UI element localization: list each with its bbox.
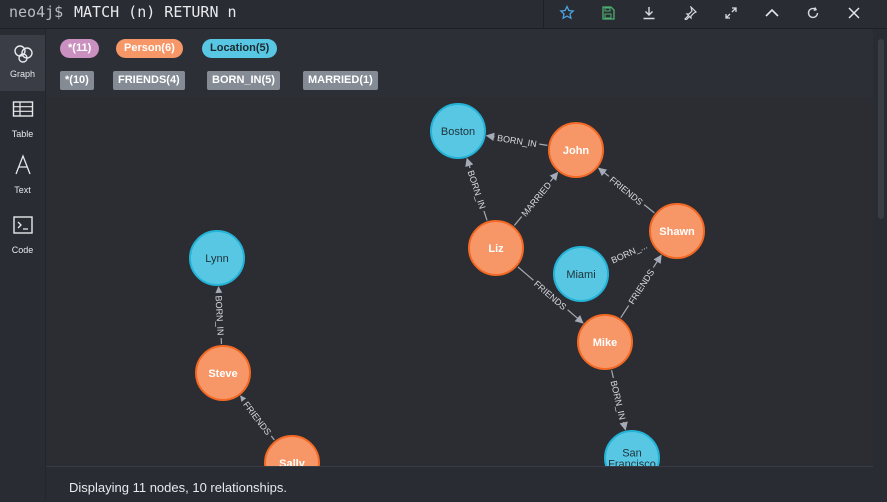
expand-icon [725, 7, 737, 19]
sidebar-item-label: Text [14, 185, 31, 195]
label-pill-person[interactable]: Person(6) [116, 39, 183, 58]
scrollbar[interactable] [875, 29, 887, 501]
collapse-button[interactable] [759, 1, 785, 25]
relationship-label: FRIENDS [605, 171, 648, 210]
label-pill-location[interactable]: Location(5) [202, 39, 278, 58]
sidebar-item-table[interactable]: Table [0, 91, 45, 147]
svg-text:FRIENDS: FRIENDS [241, 400, 273, 437]
sidebar-item-text[interactable]: Text [0, 147, 45, 203]
graph-node-sally[interactable]: Sally [264, 435, 320, 466]
rel-tag-married[interactable]: MARRIED(1) [303, 71, 378, 90]
query-bar: neo4j$ MATCH (n) RETURN n [0, 0, 887, 29]
svg-text:BORN_IN: BORN_IN [213, 295, 225, 335]
rel-tag-friends[interactable]: FRIENDS(4) [113, 71, 185, 90]
table-icon [12, 101, 34, 117]
svg-text:Boston: Boston [441, 126, 475, 138]
star-icon [559, 5, 575, 20]
prompt: neo4j$ [9, 3, 64, 21]
pin-button[interactable] [677, 1, 703, 25]
status-text: Displaying 11 nodes, 10 relationships. [69, 480, 288, 495]
pin-icon [684, 6, 697, 20]
toolbar-divider [543, 0, 544, 28]
rerun-button[interactable] [800, 1, 826, 25]
rel-tag-all[interactable]: *(10) [60, 71, 94, 90]
result-legend: *(11) Person(6) Location(5) *(10) FRIEND… [46, 29, 873, 97]
graph-node-boston[interactable]: Boston [430, 103, 486, 159]
relationship-label: BORN_... [603, 236, 655, 269]
fullscreen-button[interactable] [718, 1, 744, 25]
graph-node-liz[interactable]: Liz [468, 220, 524, 276]
graph-icon [14, 45, 33, 63]
svg-text:John: John [563, 145, 590, 157]
save-button[interactable] [595, 1, 621, 25]
relationship-label: BORN_IN [464, 166, 490, 213]
relationship-label: FRIENDS [238, 396, 277, 440]
svg-text:San: San [622, 448, 642, 460]
download-button[interactable] [636, 1, 662, 25]
close-icon [848, 7, 860, 19]
svg-text:FRIENDS: FRIENDS [626, 267, 656, 306]
svg-text:Steve: Steve [208, 368, 237, 380]
query-text[interactable]: MATCH (n) RETURN n [74, 3, 237, 21]
svg-text:BORN_IN: BORN_IN [496, 133, 537, 149]
favorite-button[interactable] [554, 1, 580, 25]
svg-text:MARRIED: MARRIED [519, 180, 553, 219]
svg-text:Mike: Mike [593, 337, 617, 349]
collapse-icon [765, 8, 779, 17]
text-icon [15, 154, 31, 175]
svg-text:Sally: Sally [279, 458, 306, 466]
svg-text:Francisco: Francisco [608, 459, 656, 467]
download-icon [643, 7, 655, 20]
refresh-icon [807, 7, 819, 19]
graph-node-miami[interactable]: Miami [553, 246, 609, 302]
graph-node-shawn[interactable]: Shawn [649, 203, 705, 259]
sidebar-item-code[interactable]: Code [0, 207, 45, 263]
scrollbar-thumb[interactable] [878, 39, 884, 219]
svg-text:Lynn: Lynn [205, 253, 228, 265]
svg-text:Shawn: Shawn [659, 226, 695, 238]
label-pill-all[interactable]: *(11) [60, 39, 100, 58]
sidebar-item-label: Code [11, 245, 34, 255]
svg-text:Miami: Miami [566, 269, 595, 281]
relationship-label: BORN_IN [493, 130, 541, 151]
rel-tag-born-in[interactable]: BORN_IN(5) [207, 71, 280, 90]
relationship-label: MARRIED [517, 177, 555, 221]
save-icon [602, 6, 615, 20]
sidebar-item-label: Graph [9, 69, 35, 79]
graph-node-mike[interactable]: Mike [577, 314, 633, 370]
graph-node-lynn[interactable]: Lynn [189, 230, 245, 286]
svg-text:BORN_...: BORN_... [610, 241, 649, 266]
svg-text:FRIENDS: FRIENDS [608, 175, 645, 208]
status-footer: Displaying 11 nodes, 10 relationships. [46, 466, 873, 502]
view-sidebar: Graph Table Text Code [0, 29, 46, 501]
relationship-label: FRIENDS [623, 264, 659, 309]
svg-text:Liz: Liz [488, 243, 504, 255]
code-icon [13, 216, 33, 234]
svg-text:BORN_IN: BORN_IN [466, 169, 488, 210]
sidebar-item-label: Table [11, 129, 34, 139]
relationship-label: BORN_IN [212, 292, 228, 339]
graph-node-steve[interactable]: Steve [195, 345, 251, 401]
sidebar-item-graph[interactable]: Graph [0, 35, 45, 91]
relationship-label: BORN_IN [607, 376, 630, 424]
graph-node-john[interactable]: John [548, 122, 604, 178]
close-button[interactable] [841, 1, 867, 25]
